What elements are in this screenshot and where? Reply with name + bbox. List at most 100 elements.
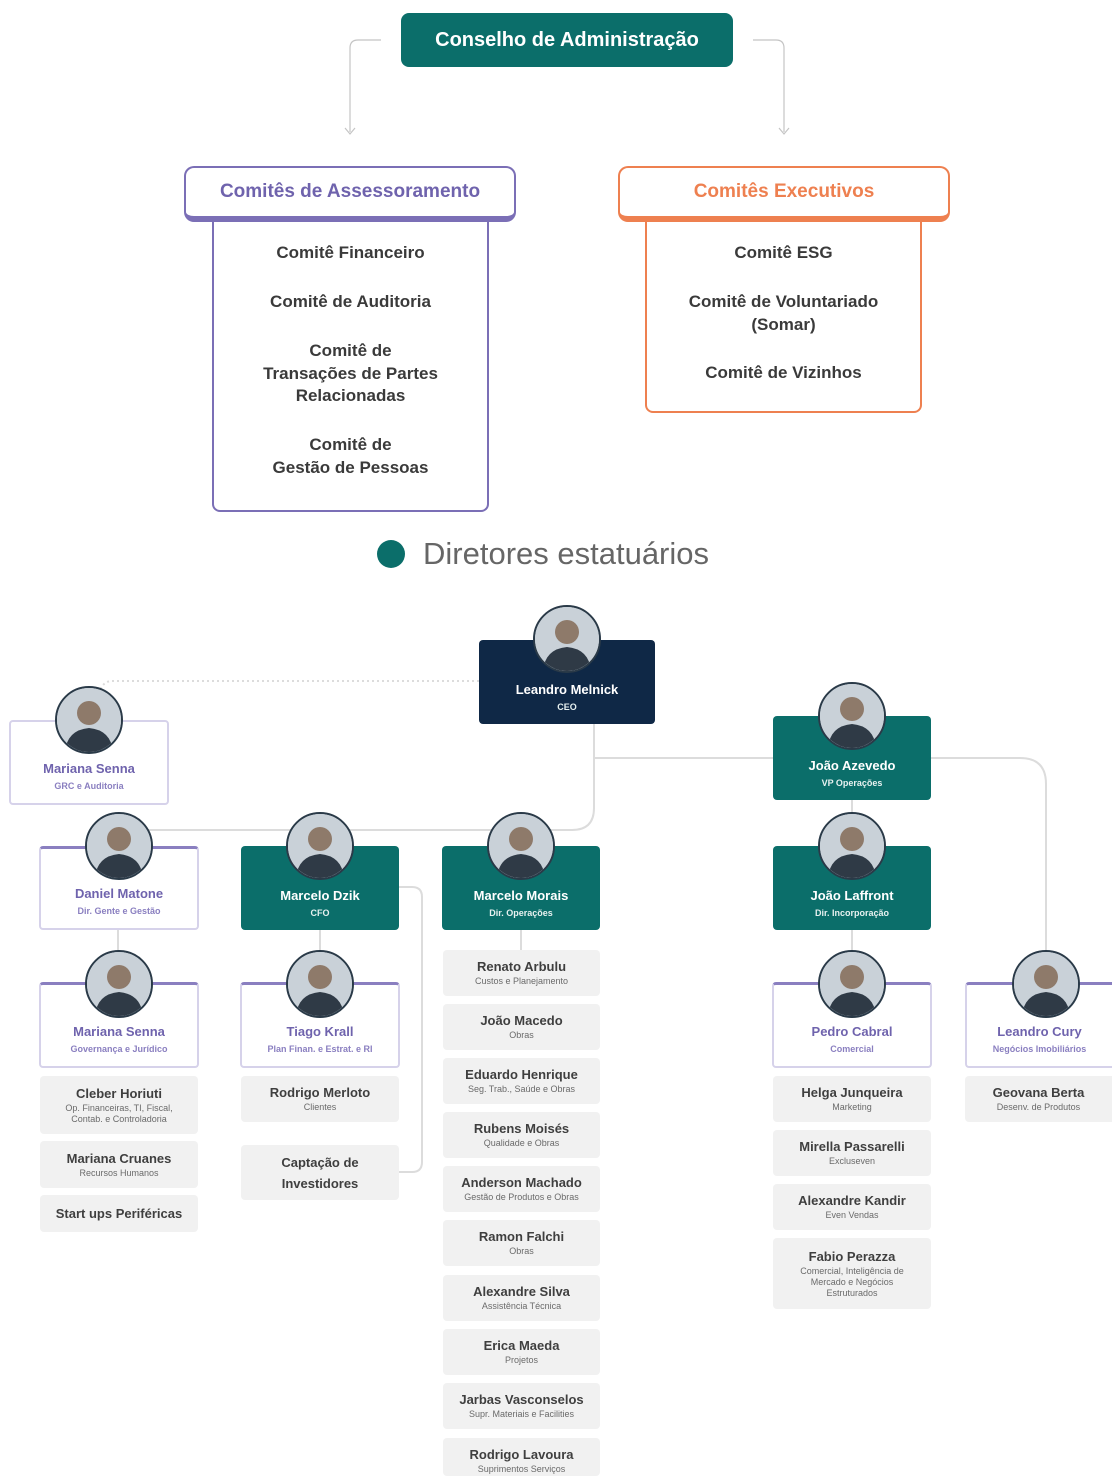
person-silhouette-icon xyxy=(87,814,151,878)
committee-item: Comitê de Gestão de Pessoas xyxy=(272,435,429,477)
person-role: GRC e Auditoria xyxy=(54,781,124,791)
sub-item: Fabio Perazza Comercial, Inteligência de… xyxy=(773,1238,931,1309)
card-cfo: Marcelo Dzik CFO xyxy=(241,846,399,930)
sub-item-name: Helga Junqueira xyxy=(801,1085,903,1100)
person-silhouette-icon xyxy=(820,684,884,748)
person-name: Mariana Senna xyxy=(73,1024,165,1039)
sub-item-role: Assistência Técnica xyxy=(481,1301,562,1311)
person-silhouette-icon xyxy=(87,952,151,1016)
person-role: Dir. Incorporação xyxy=(814,908,890,918)
card-governanca-juridico: Mariana Senna Governança e Jurídico xyxy=(39,982,199,1068)
person-role: VP Operações xyxy=(821,778,883,788)
advisory-committees-header: Comitês de Assessoramento xyxy=(184,166,516,222)
person-silhouette-icon xyxy=(535,607,599,671)
person-name: Marcelo Dzik xyxy=(280,888,360,903)
sub-item: Mariana Cruanes Recursos Humanos xyxy=(40,1141,198,1188)
sub-item-name: Alexandre Kandir xyxy=(798,1193,906,1208)
board-to-advisory-arrow xyxy=(349,39,381,132)
advisory-committees-list: Comitê Financeiro Comitê de Auditoria Co… xyxy=(212,218,489,512)
sub-item-name: Rubens Moisés xyxy=(473,1121,570,1136)
legend-label: Diretores estatuários xyxy=(423,536,710,571)
sub-item-captacao: Captação de Investidores xyxy=(241,1145,399,1200)
executive-committees-header: Comitês Executivos xyxy=(618,166,950,222)
person-role: CEO xyxy=(557,702,577,712)
sub-item-role: Excluseven xyxy=(828,1156,876,1166)
avatar-grc xyxy=(55,686,123,754)
executive-committees-list: Comitê ESG Comitê de Voluntariado (Somar… xyxy=(645,218,922,413)
committee-item: Comitê de Transações de Partes Relaciona… xyxy=(263,341,438,405)
person-role: Plan Finan. e Estrat. e RI xyxy=(267,1044,373,1054)
committee-item: Comitê de Voluntariado (Somar) xyxy=(688,292,879,334)
sub-item-role: Comercial, Inteligência de Mercado e Neg… xyxy=(800,1265,904,1298)
sub-item-name: Start ups Periféricas xyxy=(55,1205,183,1221)
board-box: Conselho de Administração xyxy=(401,13,733,67)
committee-item: Comitê de Auditoria xyxy=(270,292,431,311)
executive-committees-title: Comitês Executivos xyxy=(693,181,875,202)
committee-item: Comitê ESG xyxy=(734,243,833,262)
person-silhouette-icon xyxy=(820,814,884,878)
sub-item-role: Clientes xyxy=(303,1102,337,1112)
avatar-governanca-juridico xyxy=(85,950,153,1018)
sub-item: Rodrigo Merloto Clientes xyxy=(241,1076,399,1122)
sub-item-role: Qualidade e Obras xyxy=(483,1138,560,1148)
sub-item-role: Desenv. de Produtos xyxy=(996,1102,1081,1112)
avatar-vp-operacoes xyxy=(818,682,886,750)
sub-item: Start ups Periféricas xyxy=(40,1195,198,1232)
sub-item: Geovana Berta Desenv. de Produtos xyxy=(965,1076,1112,1122)
avatar-comercial xyxy=(818,950,886,1018)
sub-item-role: Projetos xyxy=(504,1355,539,1365)
person-name: Pedro Cabral xyxy=(811,1024,893,1039)
sub-item: Alexandre Kandir Even Vendas xyxy=(773,1184,931,1230)
avatar-dir-incorporacao xyxy=(818,812,886,880)
sub-item-role: Marketing xyxy=(832,1102,872,1112)
person-role: Negócios Imobiliários xyxy=(992,1044,1087,1054)
sub-item-name: Eduardo Henrique xyxy=(465,1067,578,1082)
sub-item-name: Jarbas Vasconselos xyxy=(459,1392,584,1407)
committee-item: Comitê de Vizinhos xyxy=(705,363,862,382)
person-name: Mariana Senna xyxy=(43,761,135,776)
cfo-to-captacao-line xyxy=(399,886,423,1173)
avatar-ceo xyxy=(533,605,601,673)
person-name: Leandro Cury xyxy=(997,1024,1082,1039)
sub-item-name: Ramon Falchi xyxy=(478,1229,565,1244)
legend-dot-icon xyxy=(377,540,405,568)
sub-item-name: Mirella Passarelli xyxy=(799,1139,905,1154)
sub-item-role: Op. Financeiras, TI, Fiscal, Contab. e C… xyxy=(65,1102,173,1124)
sub-item-role: Suprimentos Serviços xyxy=(477,1464,566,1474)
ceo-trunk xyxy=(119,724,595,846)
person-silhouette-icon xyxy=(1014,952,1078,1016)
advisory-committees-title: Comitês de Assessoramento xyxy=(219,181,481,202)
person-name: João Laffront xyxy=(810,888,894,903)
sub-item-name: Fabio Perazza xyxy=(808,1248,896,1264)
sub-item-name: Erica Maeda xyxy=(483,1338,560,1353)
sub-item-name: Anderson Machado xyxy=(461,1175,582,1190)
person-name: Leandro Melnick xyxy=(515,682,619,697)
sub-item-role: Obras xyxy=(509,1246,534,1256)
committee-item: Comitê Financeiro xyxy=(276,243,425,262)
sub-item-role: Gestão de Produtos e Obras xyxy=(464,1192,579,1202)
avatar-dir-operacoes xyxy=(487,812,555,880)
board-label: Conselho de Administração xyxy=(435,28,699,51)
sub-item-name: Rodrigo Lavoura xyxy=(469,1447,574,1462)
avatar-gente-gestao xyxy=(85,812,153,880)
person-silhouette-icon xyxy=(489,814,553,878)
person-name: Daniel Matone xyxy=(74,886,164,901)
avatar-ri xyxy=(286,950,354,1018)
sub-item-name: Cleber Horiuti xyxy=(76,1085,162,1101)
sub-item-role: Obras xyxy=(509,1030,534,1040)
person-name: Marcelo Morais xyxy=(473,888,569,903)
sub-item-name: Alexandre Silva xyxy=(473,1284,570,1299)
avatar-cfo xyxy=(286,812,354,880)
sub-item-role: Recursos Humanos xyxy=(79,1167,159,1178)
sub-item: Cleber Horiuti Op. Financeiras, TI, Fisc… xyxy=(40,1076,198,1134)
